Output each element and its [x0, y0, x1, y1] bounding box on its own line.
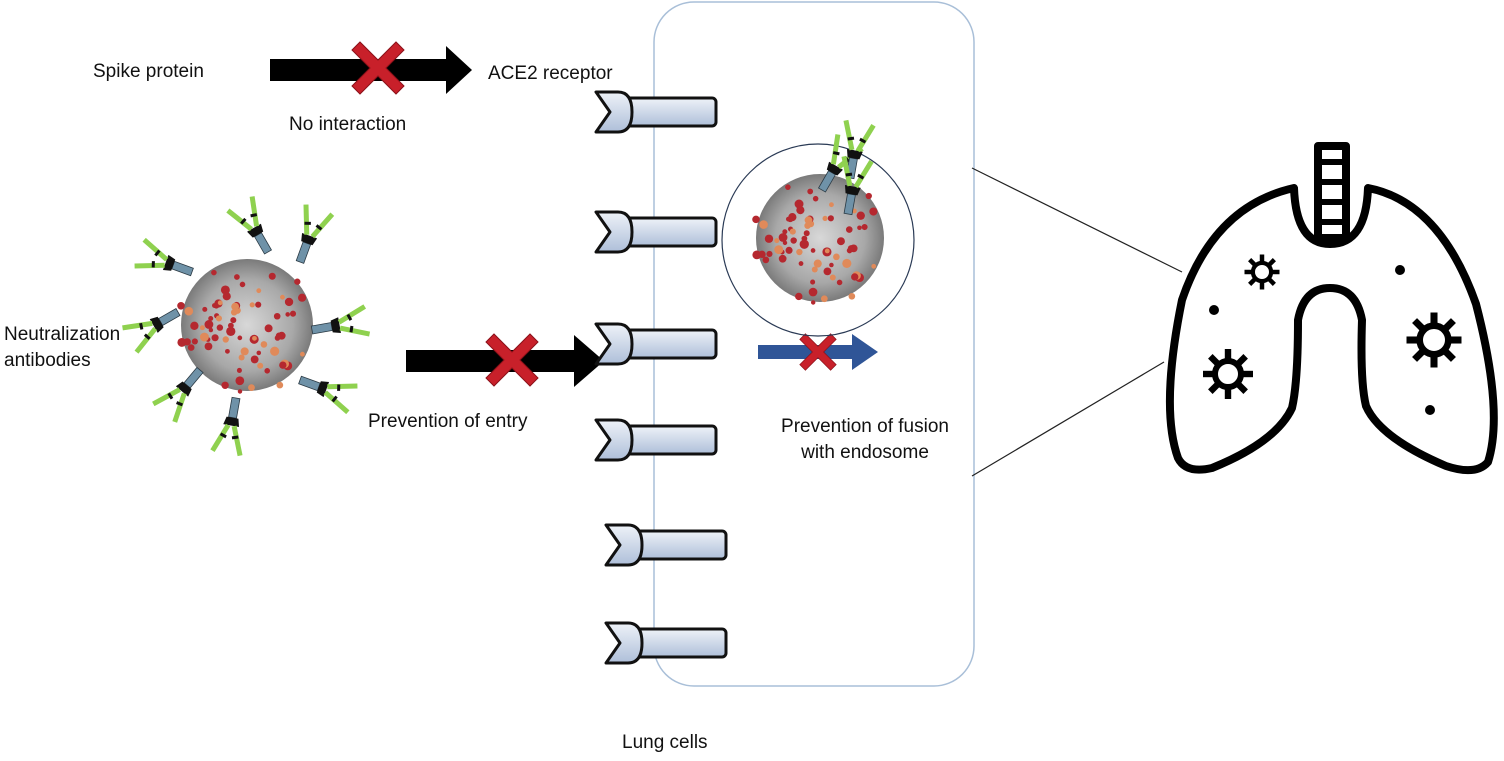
- ace2-receptor-5: [604, 523, 728, 567]
- ace2-receptors: [594, 90, 728, 665]
- label-lung-cells: Lung cells: [622, 732, 708, 753]
- antibody-5: [310, 306, 370, 343]
- virus-endosome: [752, 174, 884, 305]
- fusion-arrow: [758, 334, 878, 370]
- label-prevention-entry: Prevention of entry: [368, 411, 528, 432]
- label-no-interaction: No interaction: [289, 114, 407, 135]
- ace2-receptor-1: [594, 90, 718, 134]
- connector-line-top: [971, 167, 1183, 273]
- label-ace2-receptor: ACE2 receptor: [488, 63, 613, 84]
- label-prevention-fusion-line2: with endosome: [801, 442, 929, 463]
- antibody-6: [295, 367, 357, 412]
- spike-ace2-arrow: [270, 46, 472, 94]
- ace2-receptor-2: [594, 210, 718, 254]
- connector-line-bottom: [971, 361, 1165, 477]
- label-neutralization-line2: antibodies: [4, 350, 91, 371]
- antibody-7: [212, 396, 249, 456]
- virus-left: [177, 259, 313, 394]
- lung-gears: [1203, 254, 1462, 399]
- antibody-3: [228, 197, 280, 259]
- lung-dots: [1209, 265, 1435, 415]
- ace2-receptor-3: [594, 322, 718, 366]
- antibody-4: [287, 205, 332, 267]
- label-prevention-fusion-line1: Prevention of fusion: [781, 416, 949, 437]
- ace2-receptor-4: [594, 418, 718, 462]
- label-spike-protein: Spike protein: [93, 61, 204, 82]
- antibody-2: [123, 300, 185, 352]
- label-neutralization-line1: Neutralization: [4, 324, 121, 345]
- entry-arrow: [406, 335, 604, 387]
- ace2-receptor-6: [604, 621, 728, 665]
- antibody-1: [135, 240, 197, 285]
- endosome-circle: [721, 143, 915, 337]
